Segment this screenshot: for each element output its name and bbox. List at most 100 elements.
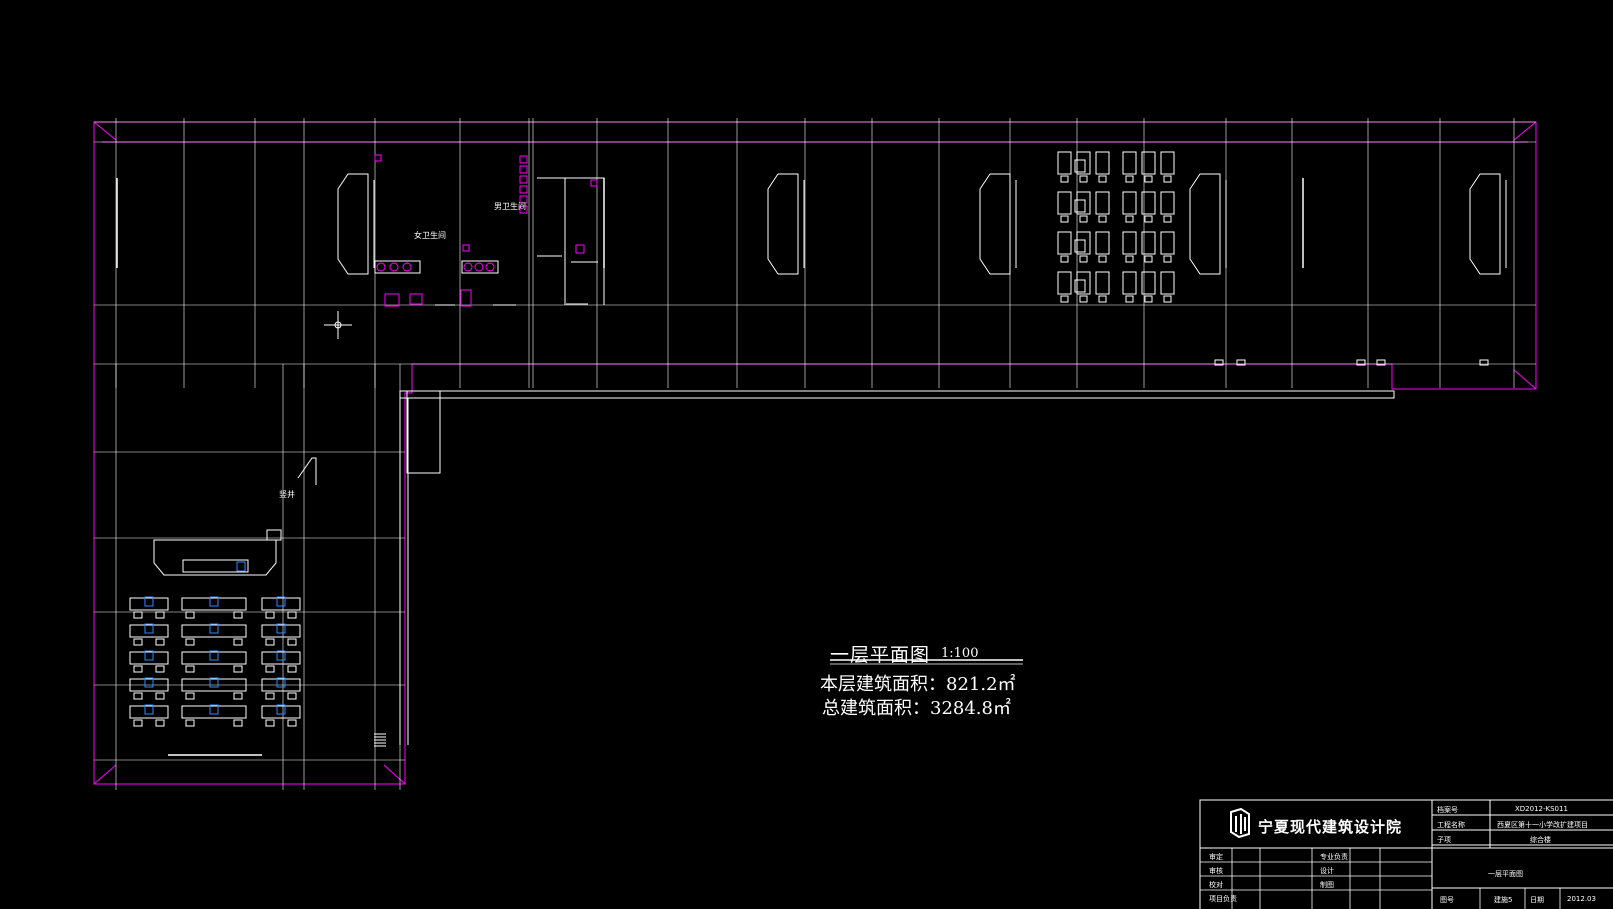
desk — [1160, 191, 1175, 215]
tb-project-name: 西夏区第十一小学改扩建项目 — [1497, 821, 1588, 829]
tb-project-name-label: 工程名称 — [1437, 821, 1465, 829]
fixture-box — [462, 244, 470, 252]
dimension-mark — [1236, 359, 1246, 366]
desk — [1122, 151, 1137, 175]
chair — [287, 611, 297, 619]
fixture-box — [266, 529, 282, 541]
tb-sheet-label: 图号 — [1440, 896, 1454, 904]
toilet-wall — [537, 177, 605, 305]
chair — [287, 665, 297, 673]
desk — [1095, 271, 1110, 295]
fixture-box — [575, 244, 585, 254]
corridor-wall — [399, 390, 1395, 399]
desk-chair-blue — [144, 623, 154, 634]
chair — [1098, 175, 1107, 183]
chair — [155, 692, 165, 700]
room-label-female-toilet: 女卫生间 — [414, 231, 446, 240]
chair — [1125, 295, 1134, 303]
dimension-mark — [1479, 359, 1489, 366]
desk — [1057, 191, 1072, 215]
chair — [1144, 255, 1153, 263]
classroom-blackboard — [337, 173, 369, 275]
desk — [261, 597, 301, 611]
desk — [1076, 151, 1091, 175]
outline-miter — [1513, 121, 1537, 141]
urinal — [519, 165, 528, 174]
tb-date: 2012.03 — [1567, 895, 1596, 903]
chair — [185, 638, 195, 646]
desk — [1122, 191, 1137, 215]
chair — [233, 719, 243, 727]
outline-miter — [383, 764, 406, 785]
chair — [155, 719, 165, 727]
dimension-mark — [1214, 359, 1224, 366]
desk-small — [1074, 159, 1086, 173]
desk — [1095, 151, 1110, 175]
desk-chair-blue — [144, 650, 154, 661]
sink-fixture — [402, 262, 412, 272]
tb-sub-item: 综合楼 — [1530, 836, 1551, 844]
floor-area-label: 本层建筑面积：821.2㎡ — [820, 674, 1016, 695]
desk — [181, 651, 247, 665]
title-block-frame — [1199, 799, 1613, 909]
outline-miter — [93, 764, 117, 785]
chair — [287, 719, 297, 727]
fixture-box — [590, 179, 598, 187]
podium-chair — [236, 561, 246, 572]
desk — [1122, 271, 1137, 295]
desk — [1141, 151, 1156, 175]
desk-small — [1074, 199, 1086, 213]
chair — [265, 611, 275, 619]
desk — [129, 705, 169, 719]
desk — [1141, 191, 1156, 215]
desk — [129, 678, 169, 692]
desk — [1057, 151, 1072, 175]
tb-role-approve: 审定 — [1209, 853, 1223, 861]
desk — [181, 705, 247, 719]
total-area-label: 总建筑面积：3284.8㎡ — [822, 698, 1011, 719]
tb-role-design: 设计 — [1320, 867, 1334, 875]
chair — [1144, 175, 1153, 183]
fixture-box — [409, 293, 423, 305]
desk — [129, 597, 169, 611]
desk — [261, 624, 301, 638]
chair — [1079, 255, 1088, 263]
drawing-scale: 1:100 — [941, 646, 979, 661]
corridor-wall — [399, 391, 409, 745]
chair — [1079, 215, 1088, 223]
room-label-male-toilet: 男卫生间 — [494, 202, 526, 211]
desk — [1076, 191, 1091, 215]
desk — [129, 624, 169, 638]
desk — [181, 678, 247, 692]
chair — [155, 665, 165, 673]
chair — [1060, 215, 1069, 223]
desk — [1057, 271, 1072, 295]
chair — [1098, 295, 1107, 303]
desk — [1160, 271, 1175, 295]
sink-fixture — [376, 262, 386, 272]
desk-chair-blue — [276, 623, 286, 634]
desk-chair-blue — [209, 596, 219, 607]
desk-chair-blue — [276, 596, 286, 607]
chair — [265, 638, 275, 646]
desk — [261, 651, 301, 665]
tb-project-no: XD2012-KS011 — [1515, 805, 1568, 813]
chair — [185, 719, 195, 727]
desk — [1160, 151, 1175, 175]
desk-small — [1074, 279, 1086, 293]
desk — [1057, 231, 1072, 255]
desk — [181, 624, 247, 638]
chair — [133, 665, 143, 673]
desk — [1076, 231, 1091, 255]
chair — [185, 665, 195, 673]
urinal — [519, 195, 528, 204]
classroom-blackboard — [979, 173, 1011, 275]
tb-project-no-label: 档案号 — [1437, 806, 1458, 814]
tb-sheet-no: 建施5 — [1494, 896, 1513, 904]
chair — [1098, 215, 1107, 223]
chair — [265, 719, 275, 727]
desk — [129, 651, 169, 665]
chair — [1163, 295, 1172, 303]
tb-date-label: 日期 — [1530, 896, 1544, 904]
